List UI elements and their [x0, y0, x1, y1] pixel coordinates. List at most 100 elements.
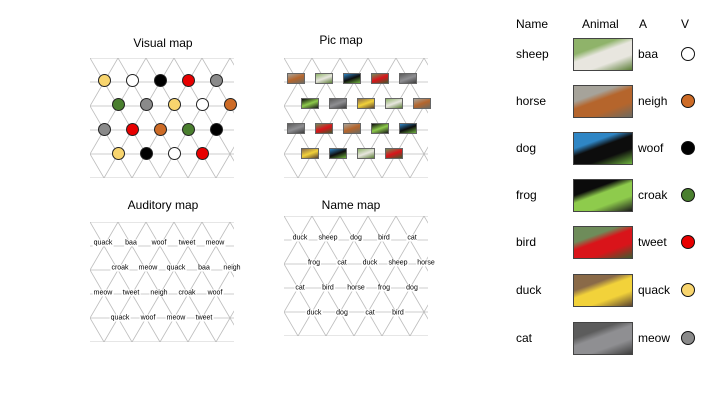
legend-sound-bird: tweet: [638, 235, 667, 249]
node-label-cat: cat: [406, 234, 418, 242]
node-label-horse: horse: [346, 284, 366, 292]
legend-color-dog: [681, 141, 695, 155]
node-label-baa: baa: [124, 239, 138, 247]
header-a: A: [639, 17, 648, 31]
node-photo-dog: [343, 72, 361, 84]
node-photo-bird: [315, 122, 333, 134]
node-duck: [167, 98, 181, 111]
visual-map-title: Visual map: [133, 36, 193, 50]
node-label-tweet: tweet: [121, 289, 141, 297]
node-label-woof: woof: [150, 239, 168, 247]
legend-color-cat: [681, 331, 695, 345]
node-photo-cat: [399, 72, 417, 84]
node-label-frog: frog: [306, 259, 322, 267]
node-label-croak: croak: [110, 264, 130, 272]
node-label-meow: meow: [137, 264, 159, 272]
legend-color-sheep: [681, 47, 695, 61]
legend-sound-cat: meow: [638, 331, 671, 345]
node-label-sheep: sheep: [317, 234, 339, 242]
node-horse: [223, 98, 237, 111]
node-photo-duck: [301, 147, 319, 159]
node-photo-bird: [385, 147, 403, 159]
node-label-quack: quack: [109, 314, 131, 322]
node-label-meow: meow: [165, 314, 187, 322]
header-animal: Animal: [582, 17, 619, 31]
node-photo-horse: [343, 122, 361, 134]
node-label-baa: baa: [197, 264, 211, 272]
node-bird: [195, 147, 209, 160]
node-label-dog: dog: [405, 284, 419, 292]
legend-name-dog: dog: [516, 141, 537, 155]
node-photo-frog: [371, 122, 389, 134]
legend-sound-dog: woof: [638, 141, 664, 155]
node-photo-dog: [399, 122, 417, 134]
legend-color-duck: [681, 283, 695, 297]
legend-photo-bird: [573, 226, 633, 259]
pic-map-title: Pic map: [319, 33, 363, 47]
node-label-neigh: neigh: [149, 289, 169, 297]
triangle-grid: [284, 216, 428, 336]
legend-photo-sheep: [573, 38, 633, 71]
node-photo-sheep: [385, 97, 403, 109]
node-duck: [97, 73, 111, 87]
legend-color-frog: [681, 188, 695, 202]
legend-color-bird: [681, 235, 695, 249]
auditory-map-title: Auditory map: [127, 198, 199, 212]
node-label-bird: bird: [377, 234, 391, 242]
node-cat: [97, 122, 111, 136]
node-dog: [153, 73, 167, 87]
node-label-dog: dog: [349, 234, 363, 242]
node-bird: [125, 122, 139, 136]
name-map-title: Name map: [321, 198, 381, 212]
node-photo-frog: [301, 97, 319, 109]
node-photo-dog: [329, 147, 347, 159]
legend-photo-dog: [573, 132, 633, 165]
node-horse: [153, 122, 167, 136]
node-photo-cat: [287, 122, 305, 134]
legend-color-horse: [681, 94, 695, 108]
header-name: Name: [516, 17, 549, 31]
legend-sound-duck: quack: [638, 283, 671, 297]
node-label-sheep: sheep: [387, 259, 409, 267]
legend-name-sheep: sheep: [516, 47, 549, 61]
legend-sound-frog: croak: [638, 188, 668, 202]
node-dog: [209, 122, 223, 136]
legend-photo-frog: [573, 179, 633, 212]
node-label-woof: woof: [206, 289, 224, 297]
node-label-woof: woof: [139, 314, 157, 322]
legend-name-duck: duck: [516, 283, 542, 297]
node-photo-cat: [329, 97, 347, 109]
node-dog: [139, 147, 153, 160]
legend-name-frog: frog: [516, 188, 537, 202]
legend-photo-duck: [573, 274, 633, 307]
node-label-cat: cat: [294, 284, 306, 292]
node-label-croak: croak: [177, 289, 197, 297]
node-label-neigh: neigh: [222, 264, 242, 272]
legend-name-horse: horse: [516, 94, 547, 108]
node-label-quack: quack: [165, 264, 187, 272]
legend-photo-cat: [573, 322, 633, 355]
node-sheep: [167, 147, 181, 160]
node-label-cat: cat: [364, 309, 376, 317]
legend-photo-horse: [573, 85, 633, 118]
node-sheep: [125, 73, 139, 87]
legend-name-cat: cat: [516, 331, 533, 345]
node-label-duck: duck: [291, 234, 309, 242]
node-bird: [181, 73, 195, 87]
node-label-tweet: tweet: [194, 314, 214, 322]
legend-sound-horse: neigh: [638, 94, 668, 108]
node-label-quack: quack: [92, 239, 114, 247]
node-label-cat: cat: [336, 259, 348, 267]
node-cat: [209, 73, 223, 87]
node-label-duck: duck: [361, 259, 379, 267]
node-photo-horse: [413, 97, 431, 109]
node-frog: [111, 98, 125, 111]
node-frog: [181, 122, 195, 136]
node-photo-sheep: [357, 147, 375, 159]
node-label-dog: dog: [335, 309, 349, 317]
node-label-tweet: tweet: [177, 239, 197, 247]
node-photo-horse: [287, 72, 305, 84]
node-photo-duck: [357, 97, 375, 109]
node-photo-sheep: [315, 72, 333, 84]
node-cat: [139, 98, 153, 111]
